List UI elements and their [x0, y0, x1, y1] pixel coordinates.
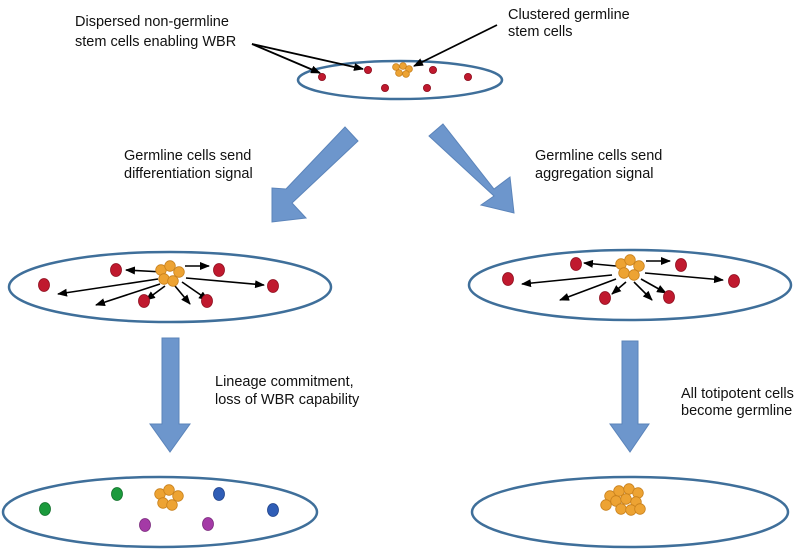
middle-left-cell-orange	[167, 275, 179, 287]
signal-arrow	[57, 278, 159, 297]
top-cell-red	[428, 66, 437, 75]
label-totipotent-line1: All totipotent cells	[681, 386, 794, 402]
middle-right-cell-red	[502, 272, 514, 286]
middle-left-cell-red	[138, 294, 150, 308]
label-agg-signal-line2: aggregation signal	[535, 166, 654, 182]
middle-right-signal-arrows	[521, 257, 724, 301]
bottom-left-cell-orange	[172, 490, 184, 502]
bottom-left-committed-cells	[39, 487, 279, 532]
committed-cell-purple	[139, 518, 151, 532]
middle-right-cell-red	[675, 258, 687, 272]
label-agg-signal-line1: Germline cells send	[535, 148, 662, 164]
signal-arrow	[95, 283, 161, 306]
middle-left-nongermline-cells	[38, 263, 279, 308]
block-arrow-down-left	[271, 126, 359, 223]
top-cell-red	[380, 84, 389, 93]
middle-right-cell-red	[728, 274, 740, 288]
middle-right-nongermline-cells	[502, 257, 740, 305]
committed-cell-blue	[213, 487, 225, 501]
pointer-arrow-dispersed-left	[251, 43, 321, 74]
middle-left-cell-red	[213, 263, 225, 277]
top-cell-orange	[399, 62, 407, 70]
signal-arrow	[633, 281, 653, 301]
middle-left-cell-orange	[173, 266, 185, 278]
label-diff-signal-line2: differentiation signal	[124, 166, 253, 182]
block-arrow-down-right	[428, 123, 515, 214]
middle-left-cell-red	[201, 294, 213, 308]
middle-right-cell-red	[570, 257, 582, 271]
signal-arrow	[611, 281, 627, 295]
label-dispersed-line1: Dispersed non-germline	[75, 14, 229, 30]
committed-cell-green	[39, 502, 51, 516]
signal-arrow	[174, 285, 191, 305]
label-clustered-line1: Clustered germline	[508, 7, 630, 23]
top-cell-red	[463, 73, 472, 82]
middle-right-cell-orange	[618, 267, 630, 279]
signal-arrow	[559, 278, 617, 301]
signal-arrow	[640, 278, 667, 294]
top-cell-red	[363, 66, 372, 75]
bottom-left-cell-orange	[166, 499, 178, 511]
label-clustered-line2: stem cells	[508, 24, 572, 40]
label-diff-signal-line1: Germline cells send	[124, 148, 251, 164]
bottom-right-cell-orange	[615, 503, 627, 515]
top-nongermline-cells	[317, 66, 472, 93]
top-ellipse	[296, 59, 504, 101]
label-totipotent-line2: become germline	[681, 403, 792, 419]
bottom-right-ellipse	[470, 475, 790, 549]
bottom-left-cell-orange	[163, 484, 175, 496]
pointer-arrow-dispersed-right	[251, 43, 364, 71]
top-cell-orange	[395, 69, 403, 77]
bottom-right-germline-cluster	[600, 483, 646, 516]
label-lineage-line2: loss of WBR capability	[215, 392, 360, 408]
signal-arrow	[521, 274, 613, 288]
middle-right-ellipse	[467, 248, 793, 322]
bottom-right-cell-orange	[634, 503, 646, 515]
middle-right-cell-orange	[633, 260, 645, 272]
middle-right-cell-red	[599, 291, 611, 305]
middle-left-cell-red	[267, 279, 279, 293]
label-lineage-line1: Lineage commitment,	[215, 374, 354, 390]
bottom-right-cell-orange	[620, 493, 632, 505]
top-cell-red	[317, 73, 326, 82]
committed-cell-green	[111, 487, 123, 501]
middle-left-cell-orange	[164, 260, 176, 272]
middle-right-germline-cluster	[615, 254, 645, 281]
bottom-left-germline-cluster	[154, 484, 184, 511]
signal-arrow	[644, 272, 724, 284]
top-germline-cluster	[392, 62, 413, 78]
middle-left-ellipse	[7, 250, 333, 324]
label-dispersed-line2: stem cells enabling WBR	[75, 34, 236, 50]
top-cell-red	[422, 84, 431, 93]
pointer-arrow-clustered	[413, 24, 498, 67]
committed-cell-blue	[267, 503, 279, 517]
block-arrow-down-left-lower	[149, 337, 191, 453]
committed-cell-purple	[202, 517, 214, 531]
top-cell-orange	[402, 70, 410, 78]
signal-arrow	[185, 277, 265, 289]
middle-left-germline-cluster	[155, 260, 185, 287]
bottom-left-ellipse	[1, 475, 319, 549]
middle-right-cell-orange	[624, 254, 636, 266]
signal-arrow	[583, 259, 617, 268]
middle-left-cell-red	[110, 263, 122, 277]
bottom-right-cell-orange	[600, 499, 612, 511]
middle-left-cell-red	[38, 278, 50, 292]
middle-right-cell-orange	[628, 269, 640, 281]
middle-right-cell-red	[663, 290, 675, 304]
block-arrow-down-right-lower	[609, 340, 650, 453]
